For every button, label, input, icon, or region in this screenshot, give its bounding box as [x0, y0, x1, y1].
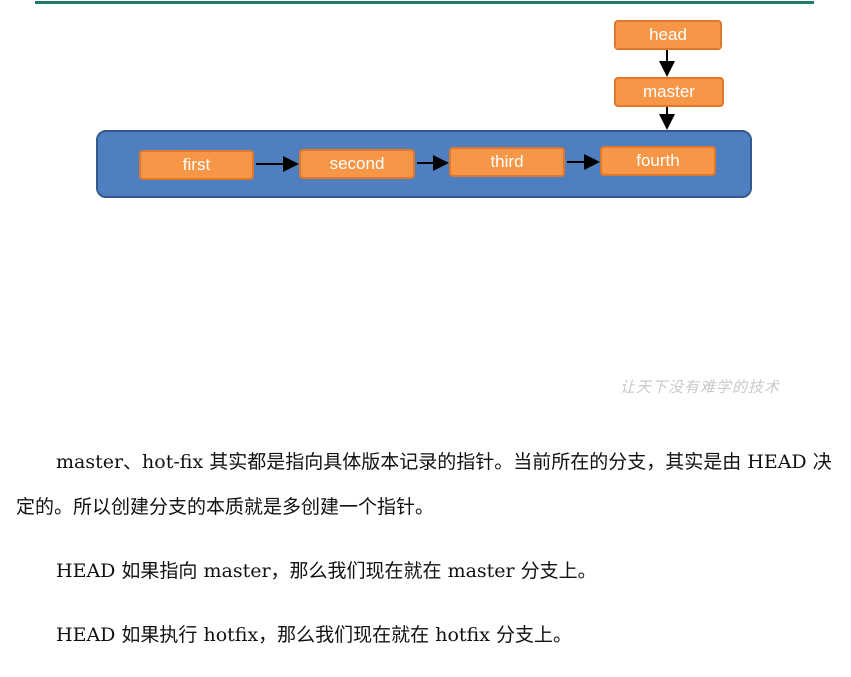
commit-second: second [299, 149, 415, 179]
node-head: head [614, 20, 722, 50]
commit-third: third [449, 147, 565, 177]
diagram-arrows [256, 50, 675, 172]
body-text: master、hot-fix 其实都是指向具体版本记录的指针。当前所在的分支，其… [16, 440, 836, 677]
paragraph-branch-pointer: master、hot-fix 其实都是指向具体版本记录的指针。当前所在的分支，其… [16, 451, 832, 518]
commit-first: first [139, 150, 254, 180]
node-master: master [614, 77, 724, 107]
commit-fourth: fourth [600, 146, 716, 176]
watermark: 让天下没有难学的技术 [620, 378, 781, 396]
paragraph-head-master: HEAD 如果指向 master，那么我们现在就在 master 分支上。 [56, 560, 597, 582]
paragraph-head-hotfix: HEAD 如果执行 hotfix，那么我们现在就在 hotfix 分支上。 [56, 624, 572, 646]
top-rule [35, 1, 814, 4]
